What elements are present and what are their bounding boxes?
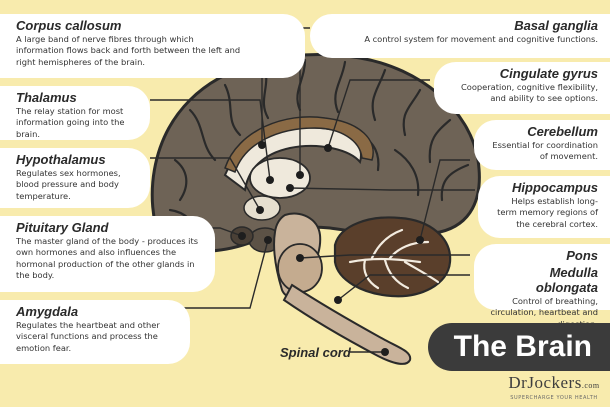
card-pituitary-gland: Pituitary Gland The master gland of the …	[0, 216, 215, 292]
cingulate-gyrus-title: Cingulate gyrus	[499, 66, 598, 81]
basal-ganglia-title: Basal ganglia	[514, 18, 598, 33]
pituitary-gland-title: Pituitary Gland	[16, 220, 109, 235]
thalamus-title: Thalamus	[16, 90, 77, 105]
amygdala-desc: Regulates the heartbeat and other viscer…	[16, 320, 160, 353]
card-amygdala: Amygdala Regulates the heartbeat and oth…	[0, 300, 190, 364]
card-hippocampus: Hippocampus Helps establish long-term me…	[478, 176, 610, 238]
hippocampus-desc: Helps establish long-term memory regions…	[497, 196, 598, 229]
brand-name: DrJockers.com	[498, 374, 610, 395]
medulla-oblongata-title: Medulla oblongata	[535, 265, 598, 295]
brand-tagline: SUPERCHARGE YOUR HEALTH	[510, 395, 598, 401]
title-banner: The Brain	[428, 323, 610, 371]
pons-shape	[277, 243, 323, 293]
brand-logo: DrJockers.com SUPERCHARGE YOUR HEALTH	[498, 374, 610, 402]
pons-title: Pons	[566, 248, 598, 263]
hippocampus-title: Hippocampus	[512, 180, 598, 195]
cingulate-gyrus-desc: Cooperation, cognitive flexibility, and …	[460, 82, 598, 104]
pituitary-gland-desc: The master gland of the body - produces …	[16, 236, 199, 281]
cerebellum-shape	[333, 216, 452, 298]
basal-ganglia-desc: A control system for movement and cognit…	[364, 34, 598, 44]
card-cerebellum: Cerebellum Essential for coordination of…	[474, 120, 610, 170]
hypothalamus-title: Hypothalamus	[16, 152, 106, 167]
corpus-callosum-title: Corpus callosum	[16, 18, 122, 33]
cerebellum-desc: Essential for coordination of movement.	[492, 140, 598, 162]
amygdala-title: Amygdala	[16, 304, 79, 319]
thalamus-desc: The relay station for most information g…	[16, 106, 125, 139]
card-pons-medulla: Pons Medulla oblongata Control of breath…	[474, 244, 610, 329]
brand-suffix: .com	[581, 381, 600, 390]
arbor-vitae	[348, 228, 440, 290]
card-corpus-callosum: Corpus callosum A large band of nerve fi…	[0, 14, 305, 78]
brand-name-text: DrJockers	[508, 373, 582, 392]
pointer-dots	[238, 141, 424, 356]
hypothalamus-desc: Regulates sex hormones, blood pressure a…	[16, 168, 121, 201]
spinal-cord-label: Spinal cord	[280, 345, 351, 360]
spinal-cord-shape	[282, 283, 412, 365]
corpus-callosum-desc: A large band of nerve fibres through whi…	[16, 34, 241, 67]
card-hypothalamus: Hypothalamus Regulates sex hormones, blo…	[0, 148, 150, 208]
cerebellum-title: Cerebellum	[527, 124, 598, 139]
card-basal-ganglia: Basal ganglia A control system for movem…	[310, 14, 610, 58]
card-thalamus: Thalamus The relay station for most info…	[0, 86, 150, 140]
card-cingulate-gyrus: Cingulate gyrus Cooperation, cognitive f…	[434, 62, 610, 114]
